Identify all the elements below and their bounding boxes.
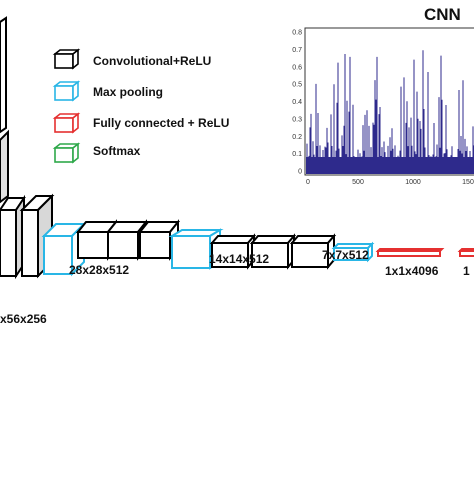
y-tick-label: 0.1 bbox=[292, 151, 302, 158]
cnn-title: CNN bbox=[424, 5, 461, 24]
chart-x-ticks: 0 500 1000 150 bbox=[306, 179, 474, 186]
fc-block-2 bbox=[457, 248, 474, 257]
x-tick-label: 500 bbox=[352, 179, 364, 186]
chart-y-ticks: 0.8 0.7 0.6 0.5 0.4 0.3 0.2 0.1 0 bbox=[292, 30, 302, 176]
label-1x1x4096: 1x1x4096 bbox=[385, 264, 439, 278]
legend-label-conv: Convolutional+ReLU bbox=[93, 54, 211, 68]
layer-block bbox=[0, 129, 9, 204]
legend-item-fc: Fully connected + ReLU bbox=[52, 112, 229, 134]
layer-block bbox=[21, 209, 39, 277]
fc-block-1 bbox=[375, 248, 445, 257]
label-14x14x512: 14x14x512 bbox=[209, 252, 269, 266]
y-tick-label: 0.7 bbox=[292, 47, 302, 54]
y-tick-label: 0.6 bbox=[292, 64, 302, 71]
signal-base bbox=[306, 157, 474, 174]
chart-bars bbox=[306, 50, 474, 174]
y-tick-label: 0.4 bbox=[292, 99, 302, 106]
block-group-512b bbox=[209, 233, 337, 270]
label-56x56x256: x56x256 bbox=[0, 312, 47, 326]
label-fc2-partial: 1 bbox=[463, 264, 470, 278]
label-7x7x512: 7x7x512 bbox=[322, 248, 369, 262]
x-tick-label: 0 bbox=[306, 179, 310, 186]
legend-item-softmax: Softmax bbox=[52, 142, 141, 164]
y-tick-label: 0.2 bbox=[292, 134, 302, 141]
legend-item-conv: Convolutional+ReLU bbox=[52, 48, 211, 70]
legend-label-softmax: Softmax bbox=[93, 144, 141, 158]
signal-chart: 0.8 0.7 0.6 0.5 0.4 0.3 0.2 0.1 0 0 500 1000 150 bbox=[292, 27, 474, 186]
y-tick-label: 0.3 bbox=[292, 116, 302, 123]
layer-block bbox=[0, 209, 17, 277]
layer-block bbox=[0, 16, 7, 134]
x-tick-label: 150 bbox=[462, 179, 474, 186]
legend: Convolutional+ReLU Max pooling Fully con… bbox=[52, 48, 229, 164]
maxpool-block-3 bbox=[331, 241, 375, 263]
block-group-512a bbox=[75, 219, 181, 261]
label-28x28x512: 28x28x512 bbox=[69, 263, 129, 277]
legend-label-fc: Fully connected + ReLU bbox=[93, 116, 229, 130]
cropped-early-layers bbox=[0, 16, 9, 204]
y-tick-label: 0 bbox=[298, 169, 302, 176]
legend-label-maxpool: Max pooling bbox=[93, 85, 163, 99]
legend-item-maxpool: Max pooling bbox=[52, 80, 163, 102]
y-tick-label: 0.8 bbox=[292, 30, 302, 37]
x-tick-label: 1000 bbox=[405, 179, 421, 186]
y-tick-label: 0.5 bbox=[292, 82, 302, 89]
